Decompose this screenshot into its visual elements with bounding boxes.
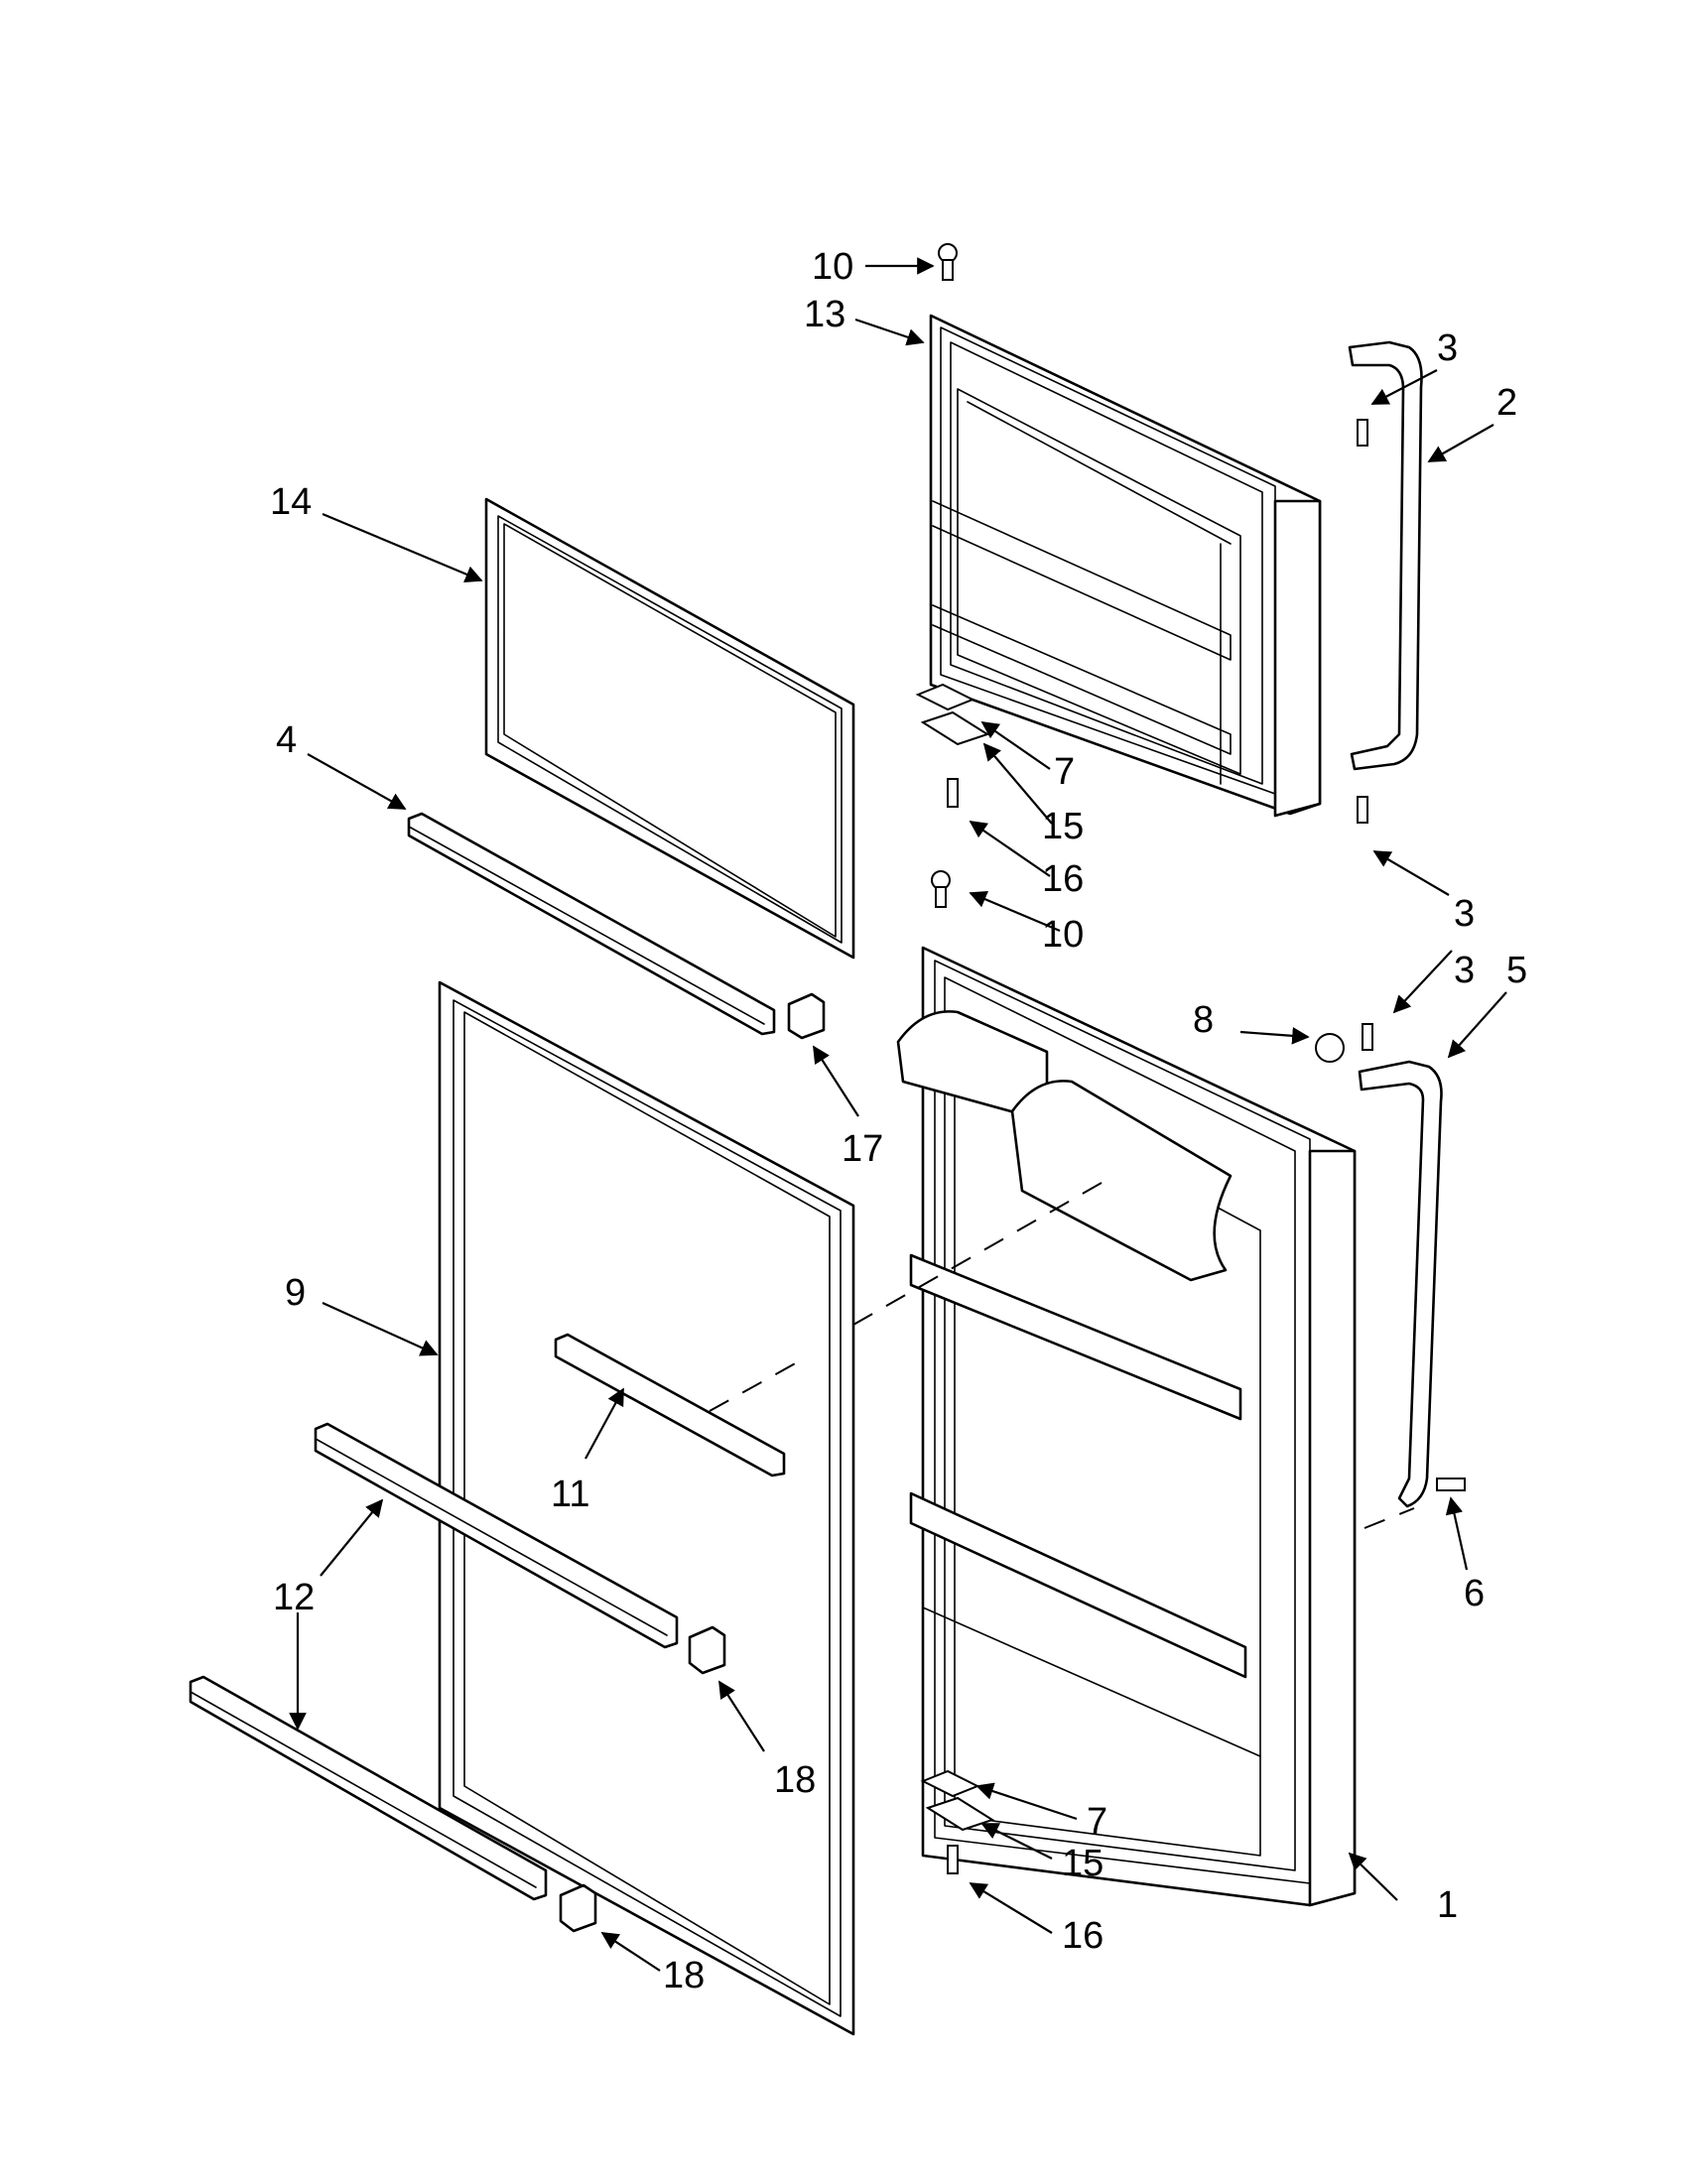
callout-leaders: [289, 257, 1507, 1972]
callout-5: 5: [1506, 950, 1527, 991]
trim-end-caps: [559, 992, 826, 1933]
hinge-hardware: [915, 243, 1466, 1874]
callout-17: 17: [842, 1128, 883, 1170]
callout-3-top: 3: [1437, 327, 1458, 369]
callout-3-low: 3: [1454, 950, 1475, 991]
callout-1: 1: [1437, 1884, 1458, 1926]
callout-11: 11: [551, 1474, 589, 1515]
freezer-gasket: [484, 497, 855, 960]
callout-4: 4: [276, 719, 297, 761]
door-handles: [1348, 340, 1443, 1508]
fresh-food-door: [896, 946, 1357, 1907]
callout-labels: 10 13 3 2 14 4 7 15 16 3 10 3 5 8 17 9 1…: [270, 246, 1527, 1996]
callout-16-top: 16: [1042, 858, 1084, 900]
callout-16-bottom: 16: [1062, 1915, 1104, 1957]
callout-13: 13: [804, 294, 845, 335]
callout-7-bottom: 7: [1087, 1801, 1107, 1843]
fresh-food-gasket: [438, 980, 855, 2036]
callout-3-mid: 3: [1454, 893, 1475, 935]
callout-12: 12: [273, 1577, 315, 1618]
callout-2: 2: [1496, 382, 1517, 424]
fresh-shelf-trim: [189, 1333, 786, 1901]
callout-8: 8: [1193, 999, 1214, 1041]
callout-14: 14: [270, 481, 312, 523]
callout-7-top: 7: [1054, 751, 1075, 793]
callout-15-bottom: 15: [1062, 1843, 1104, 1884]
callout-6: 6: [1464, 1573, 1485, 1614]
freezer-shelf-trim: [407, 812, 776, 1036]
callout-18-mid: 18: [774, 1759, 816, 1801]
callout-15-top: 15: [1042, 806, 1084, 847]
callout-10-mid: 10: [1042, 914, 1084, 956]
freezer-door: [929, 314, 1322, 818]
callout-18-bottom: 18: [663, 1955, 705, 1996]
callout-9: 9: [285, 1272, 306, 1314]
assembly-dash-lines: [709, 1182, 1415, 1529]
callout-10-top: 10: [812, 246, 853, 288]
